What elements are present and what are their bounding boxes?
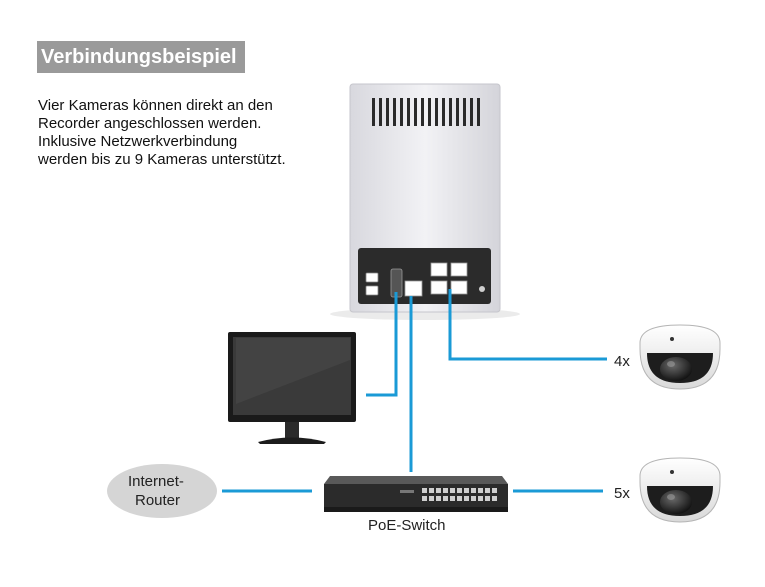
camera-count-top: 4x xyxy=(614,353,630,370)
router-label-line2: Router xyxy=(135,492,181,509)
nvr-recorder-icon xyxy=(330,83,520,320)
dome-camera-icon xyxy=(639,324,721,390)
router-ellipse-icon xyxy=(107,464,217,518)
dome-camera-icon xyxy=(639,457,721,523)
network-port xyxy=(404,280,423,297)
cable-cameras-4 xyxy=(448,289,607,361)
switch-label: PoE-Switch xyxy=(368,517,446,534)
usb-ports xyxy=(365,272,379,296)
vent-grille xyxy=(372,98,480,126)
poe-ports xyxy=(430,262,468,295)
diagram-description: Vier Kameras können direkt an den Record… xyxy=(38,97,286,168)
router-label-line1: Internet- xyxy=(128,473,184,490)
poe-switch-icon xyxy=(324,476,508,512)
camera-count-bottom: 5x xyxy=(614,485,630,502)
cables xyxy=(222,289,607,493)
cable-monitor xyxy=(366,292,398,397)
diagram-heading: Verbindungsbeispiel xyxy=(37,41,245,73)
power-socket xyxy=(479,286,485,292)
monitor-icon xyxy=(228,332,356,444)
